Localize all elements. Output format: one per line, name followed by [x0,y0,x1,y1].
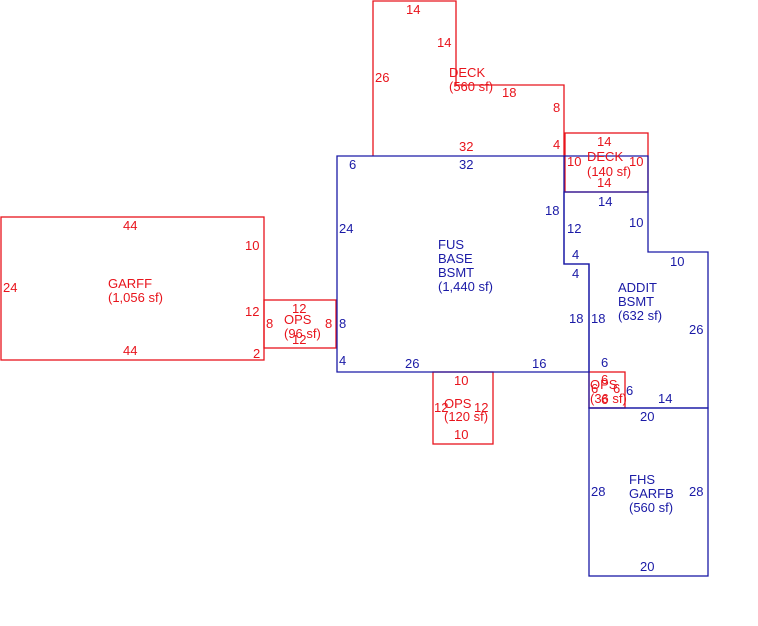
addit-dim-left: 18 [591,311,605,326]
fus-dim-top: 32 [459,157,473,172]
fus-dim-bottom-right: 16 [532,356,546,371]
ops-left-dim-right: 8 [325,316,332,331]
ops-small-name: OPS [590,377,618,392]
deck-small-dim-right: 10 [629,154,643,169]
fus-name-1: FUS [438,237,464,252]
fhs-dim-left: 28 [591,484,605,499]
garff-name: GARFF [108,276,152,291]
addit-name-2: BSMT [618,294,654,309]
ops-bottom-area: (120 sf) [444,409,488,424]
fus-dim-bottom-left: 26 [405,356,419,371]
fus-dim-left-bottom: 4 [339,353,346,368]
ops-small-area: (36 sf) [590,391,627,406]
ops-left-dim-top: 12 [292,301,306,316]
deck-top-dim-top: 14 [406,2,420,17]
fus-name-2: BASE [438,251,473,266]
addit-area: (632 sf) [618,308,662,323]
fus-dim-right-upper: 18 [545,203,559,218]
garff-dim-right-top: 10 [245,238,259,253]
addit-dim-inner-top: 6 [601,355,608,370]
ops-small-dim-top: 6 [601,372,608,387]
deck-top-dim-step: 18 [502,85,516,100]
ops-bottom-dim-bottom: 10 [454,427,468,442]
deck-small-dim-left: 10 [567,154,581,169]
addit-dim-bottom: 14 [658,391,672,406]
fhs-name-2: GARFB [629,486,674,501]
ops-left-outline [263,299,337,349]
ops-left-area: (96 sf) [284,326,321,341]
garff-area: (1,056 sf) [108,290,163,305]
fus-area: (1,440 sf) [438,279,493,294]
ops-bottom-dim-top: 10 [454,373,468,388]
deck-top-dim-bottom: 32 [459,139,473,154]
deck-top-dim-left: 26 [375,70,389,85]
deck-top-name: DECK [449,65,485,80]
garff-dim-right-mid: 12 [245,304,259,319]
deck-small-dim-top: 14 [597,134,611,149]
deck-small-dim-bottom: 14 [597,175,611,190]
addit-dim-top: 14 [598,194,612,209]
addit-name-1: ADDIT [618,280,657,295]
ops-small-dim-bottom: 6 [601,392,608,407]
ops-small-dim-left: 6 [591,381,598,396]
garff-dim-right-low: 2 [253,346,260,361]
deck-small-name: DECK [587,149,623,164]
fus-dim-notch-vertical: 12 [567,221,581,236]
fus-dim-right-lower: 18 [569,311,583,326]
garff-outline [0,216,265,361]
ops-left-name: OPS [284,312,312,327]
deck-top-area: (560 sf) [449,79,493,94]
fus-dim-notch-b: 4 [572,266,579,281]
deck-top-dim-inner: 14 [437,35,451,50]
garff-dim-top: 44 [123,218,137,233]
addit-dim-right-upper: 10 [629,215,643,230]
fhs-area: (560 sf) [629,500,673,515]
ops-left-dim-left: 8 [266,316,273,331]
fhs-outline [588,407,709,577]
deck-top-outline [372,0,565,156]
fhs-dim-top: 20 [640,409,654,424]
garff-dim-bottom: 44 [123,343,137,358]
deck-small-area: (140 sf) [587,164,631,179]
garff-dim-left: 24 [3,280,17,295]
addit-dim-step: 10 [670,254,684,269]
fhs-name-1: FHS [629,472,655,487]
addit-dim-right: 26 [689,322,703,337]
ops-bottom-dim-right: 12 [474,400,488,415]
ops-bottom-name: OPS [444,396,472,411]
fus-dim-left-lower: 8 [339,316,346,331]
fus-dim-top-left: 6 [349,157,356,172]
fus-dim-left: 24 [339,221,353,236]
fhs-dim-bottom: 20 [640,559,654,574]
deck-top-dim-right: 8 [553,100,560,115]
fus-dim-notch-a: 4 [572,247,579,262]
fus-name-3: BSMT [438,265,474,280]
ops-bottom-dim-left: 12 [434,400,448,415]
addit-dim-inner-side: 6 [626,383,633,398]
deck-top-dim-right-low: 4 [553,137,560,152]
ops-small-dim-right: 6 [613,381,620,396]
fhs-dim-right: 28 [689,484,703,499]
ops-left-dim-bottom: 12 [292,332,306,347]
